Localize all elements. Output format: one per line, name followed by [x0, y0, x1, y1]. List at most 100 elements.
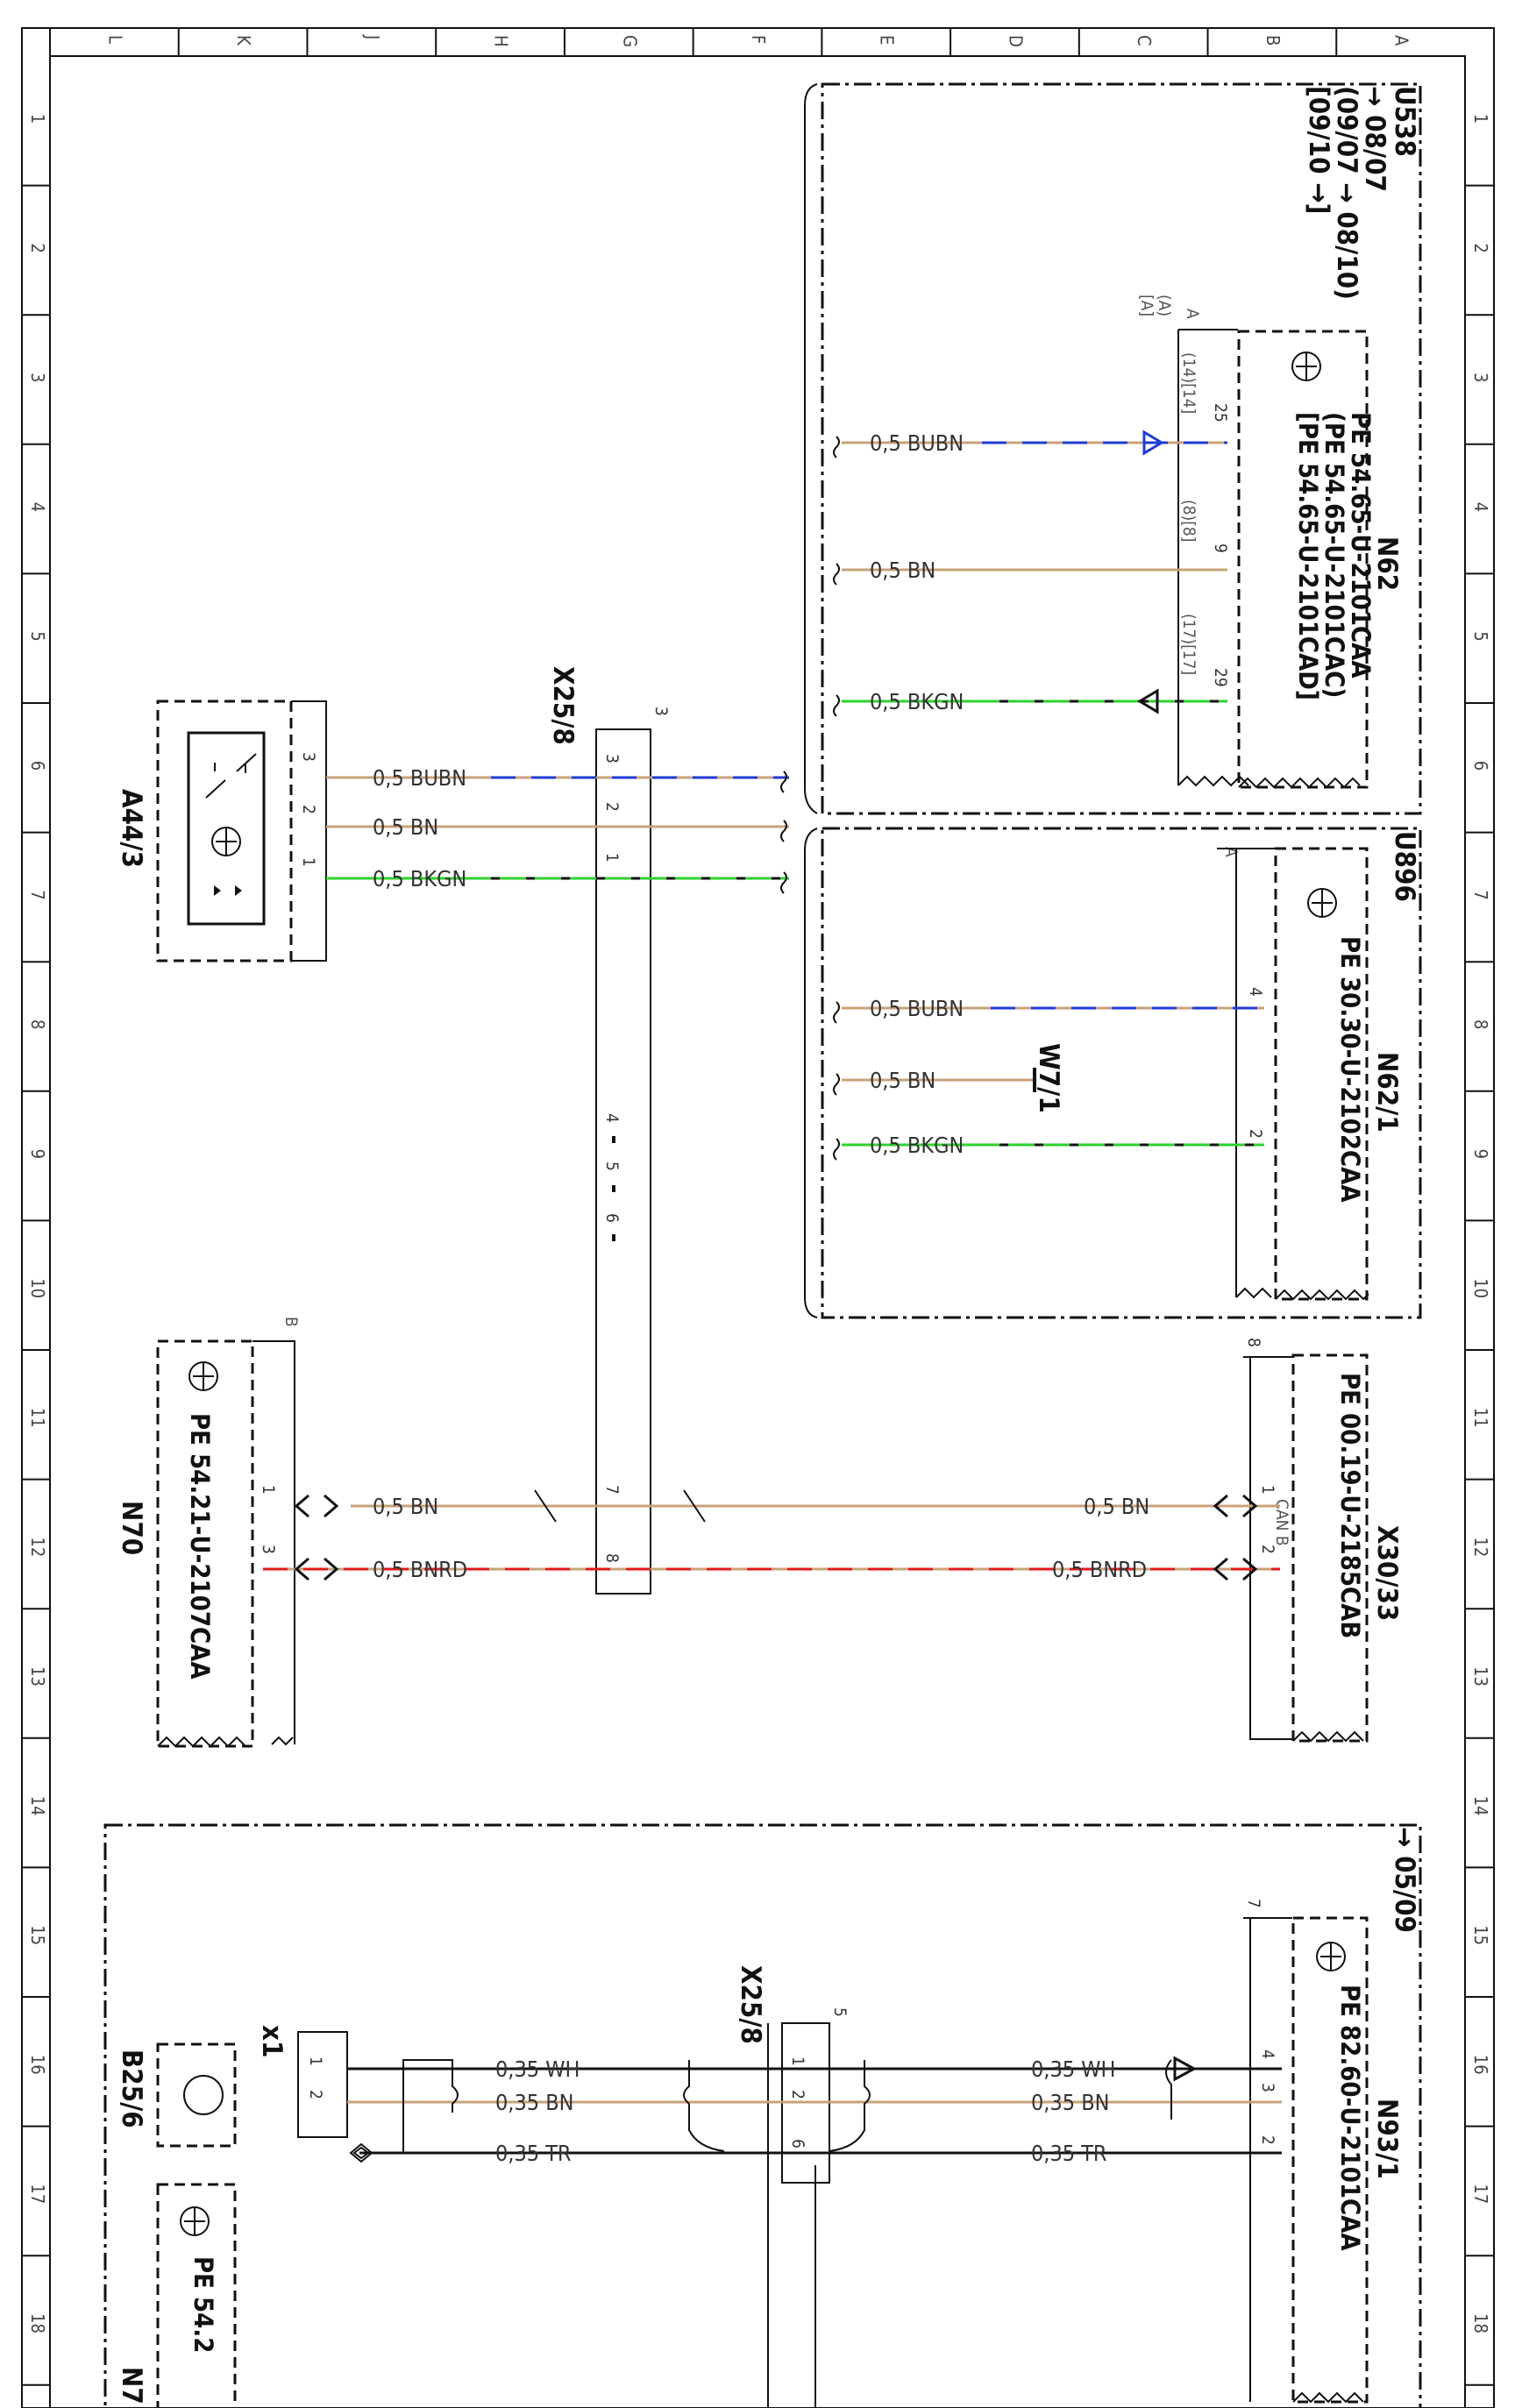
- b25-6-name: B25/6: [116, 2049, 147, 2128]
- n70-name: N70: [116, 1501, 147, 1555]
- wire-n621-bn-label: 0,5 BN: [870, 1068, 935, 1093]
- n7x-pe: PE 54.2: [188, 2256, 218, 2353]
- a44-3-pin-3: 3: [299, 752, 318, 762]
- n62-1-pin-2: 2: [1246, 1129, 1265, 1139]
- x25-8-pin-2: 2: [602, 802, 622, 812]
- grid-row-label: 8: [27, 1019, 48, 1029]
- n62-pin-9: 9: [1211, 543, 1230, 553]
- grid-col-label: H: [491, 35, 512, 47]
- sensor-icon: [183, 2075, 224, 2115]
- x25-8-top-num: 3: [651, 707, 671, 716]
- n62-break-line: [1238, 777, 1361, 789]
- wire-bl-bn-label: 0,35 BN: [495, 2090, 573, 2115]
- grid-row-label: 3: [27, 373, 48, 382]
- x30-33-num: 8: [1244, 1338, 1263, 1347]
- wire-can-r-bn-label: 0,5 BN: [1084, 1494, 1149, 1519]
- grid-row-label: 13: [27, 1666, 48, 1687]
- n62-1-transistor-icon: [1307, 888, 1337, 918]
- u896-variant-box: [821, 827, 1422, 1319]
- wire-bottom-tr: [349, 2142, 1282, 2163]
- x30-33-break-line: [1292, 1730, 1364, 1743]
- n70-pin-3: 3: [259, 1545, 278, 1554]
- n93-1-pe: PE 82.60-U-2101CAA: [1335, 1985, 1365, 2251]
- grid-row-label: 9: [27, 1149, 48, 1159]
- wire-bl-wh-label: 0,35 WH: [495, 2056, 580, 2082]
- u538-brace: [804, 83, 818, 814]
- wire-can-r-bnrd-label: 0,5 BNRD: [1052, 1557, 1147, 1582]
- n62-1-name: N62/1: [1371, 1052, 1403, 1133]
- wire-a-bn-label: 0,5 BN: [373, 814, 438, 840]
- wire-br-wh-label: 0,35 WH: [1031, 2056, 1115, 2082]
- wire-n621-bkgn-label: 0,5 BKGN: [870, 1133, 964, 1158]
- grid-row-label: 4: [27, 502, 48, 512]
- x25-8-pin-8: 8: [602, 1553, 622, 1563]
- grid-row-label: 16: [27, 2055, 48, 2075]
- wire-bl-tr-label: 0,35 TR: [495, 2141, 572, 2166]
- n62-ref-14: (14)[14]: [1179, 352, 1198, 414]
- grid-row-label: 11: [1470, 1408, 1491, 1428]
- grid-row-label: 8: [1470, 1019, 1491, 1029]
- grid-col-label: A: [1391, 35, 1412, 46]
- box-0509-title: → 05/09: [1389, 1827, 1420, 1933]
- wire-can-bn: [294, 1489, 1280, 1523]
- grid-col-label: F: [748, 35, 769, 44]
- n62-pin-25: 25: [1211, 403, 1230, 423]
- x30-33-can-1: CAN B: [1272, 1499, 1291, 1546]
- wire-n621-bkgn: [833, 1138, 1264, 1161]
- grid-row-label: 5: [27, 631, 48, 641]
- b25-6-connector-x1: [297, 2031, 348, 2138]
- n62-1-connector-housing: [1217, 848, 1275, 1299]
- n62-1-module: [1274, 847, 1369, 1301]
- x25-8-top-name: X25/8: [547, 666, 579, 745]
- grid-row-label: 12: [1470, 1537, 1491, 1557]
- grid-row-label: 6: [27, 761, 48, 771]
- wire-n62-bkgn-label: 0,5 BKGN: [870, 689, 964, 714]
- n93-1-module: [1291, 1916, 1369, 2404]
- x25-8-bottom-num: 5: [830, 2007, 850, 2017]
- x30-33-pin-1: 1: [1258, 1485, 1277, 1495]
- wire-can-l-bnrd-label: 0,5 BNRD: [373, 1557, 467, 1582]
- x25-8-pin-3: 3: [602, 754, 622, 764]
- wire-can-l-bn-label: 0,5 BN: [373, 1494, 438, 1519]
- x25-8-pin-5: 5: [602, 1161, 622, 1171]
- wire-br-bn-label: 0,35 BN: [1031, 2090, 1109, 2115]
- wire-a-bubn: [326, 771, 789, 793]
- n7x-module: [156, 2183, 237, 2408]
- x30-33-connector-housing: [1243, 1356, 1292, 1740]
- wire-br-tr-label: 0,35 TR: [1031, 2141, 1107, 2166]
- inner-frame: [49, 55, 1466, 2408]
- b25-6-pin-1: 1: [306, 2056, 325, 2066]
- wire-n62-bn: [833, 563, 1227, 586]
- wire-n62-bubn: [833, 430, 1227, 458]
- grid-row-label: 15: [27, 1925, 48, 1945]
- grid-row-label: 17: [27, 2184, 48, 2204]
- grid-row-label: 1: [27, 114, 48, 124]
- grid-col-label: D: [1005, 35, 1026, 47]
- u538-date-2: (09/07 → 08/10): [1331, 86, 1362, 300]
- a44-3-transistor-icon: [211, 827, 241, 856]
- x30-33-name: X30/33: [1371, 1525, 1403, 1621]
- u896-brace: [804, 828, 818, 1318]
- n62-marker: A: [1183, 309, 1202, 319]
- n93-1-pin-2: 2: [1258, 2135, 1277, 2145]
- grid-col-label: B: [1262, 35, 1284, 46]
- n62-transistor-icon: [1291, 352, 1321, 381]
- grid-row-label: 4: [1470, 502, 1491, 512]
- grid-row-label: 10: [1470, 1278, 1491, 1298]
- grid-row-label: 7: [27, 890, 48, 899]
- wire-can-bnrd: [263, 1557, 1280, 1581]
- a44-3-module: [156, 700, 293, 962]
- u538-date-1: → 08/07: [1359, 86, 1391, 192]
- n62-1-break-line: [1275, 1289, 1369, 1301]
- x30-33-pe: PE 00.19-U-2185CAB: [1335, 1373, 1365, 1638]
- a44-3-name: A44/3: [116, 789, 147, 868]
- led-icon: [214, 885, 242, 896]
- n93-1-pin-3: 3: [1258, 2083, 1277, 2092]
- grid-row-label: 18: [1470, 2313, 1491, 2333]
- grid-col-label: L: [104, 35, 125, 44]
- switch-icon: [205, 753, 257, 799]
- b25-6-module: [156, 2042, 237, 2148]
- n70-transistor-icon: [188, 1361, 218, 1391]
- wire-a-bkgn: [326, 871, 789, 894]
- grid-row-label: 6: [1470, 761, 1491, 771]
